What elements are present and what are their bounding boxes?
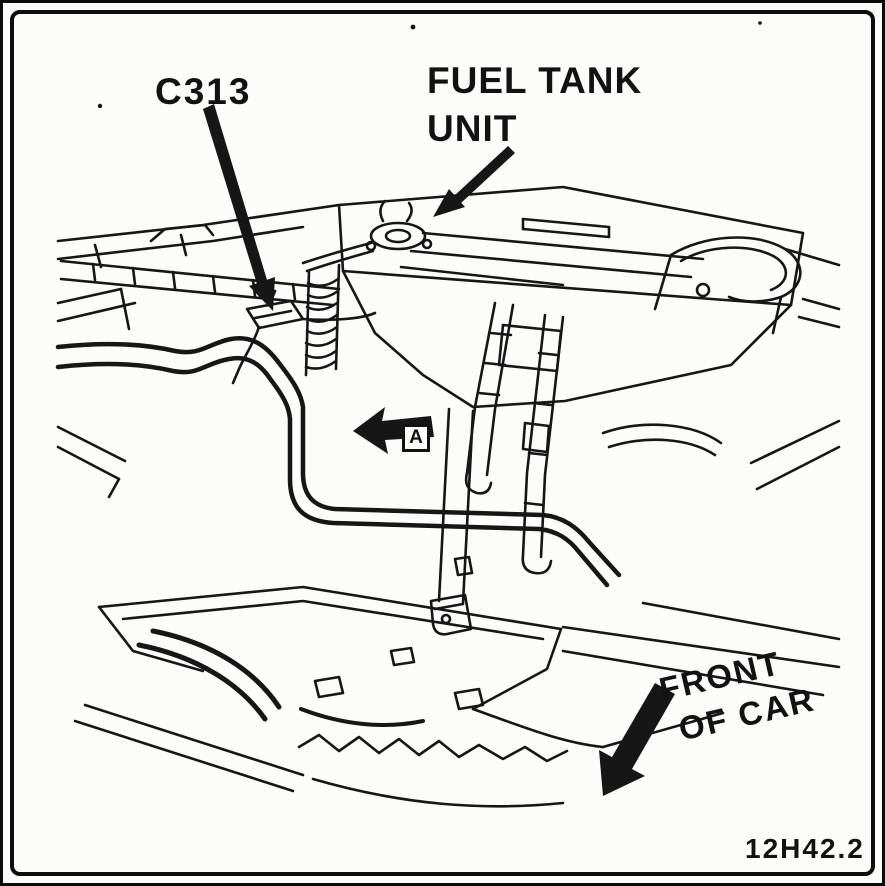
tank-straps — [464, 301, 565, 575]
c313-connector — [231, 289, 377, 385]
corrugated-hose — [304, 263, 341, 377]
floor-pan — [97, 585, 725, 749]
label-fuel-tank-line1: FUEL TANK — [427, 60, 643, 101]
torn-edge — [73, 703, 569, 808]
label-fuel-tank-line2: UNIT — [427, 108, 518, 149]
lower-right-lines — [561, 419, 841, 697]
crossmember-rail — [59, 259, 841, 329]
tow-bracket — [653, 236, 841, 335]
fuel-tank — [337, 185, 805, 457]
fuel-tank-arrow-icon — [433, 146, 515, 217]
label-fuel-tank-unit: FUEL TANK UNIT — [427, 57, 642, 153]
figure-number: 12H42.2 — [745, 833, 865, 864]
front-of-car-arrow-icon — [599, 683, 675, 796]
view-marker-a-label: A — [409, 427, 423, 448]
view-marker-a-box: A — [402, 424, 430, 452]
scan-specks — [97, 21, 762, 109]
body-structure-top-left — [56, 203, 341, 331]
label-c313: C313 — [155, 71, 252, 112]
fuel-tank-sender-unit — [301, 199, 433, 273]
view-a-arrow-icon — [353, 407, 434, 454]
c313-arrow-icon — [203, 104, 275, 311]
left-mid-lines — [56, 425, 127, 499]
hanger-bracket — [429, 407, 475, 636]
diagram-line-art — [55, 21, 841, 808]
body-seam-band — [55, 335, 622, 588]
